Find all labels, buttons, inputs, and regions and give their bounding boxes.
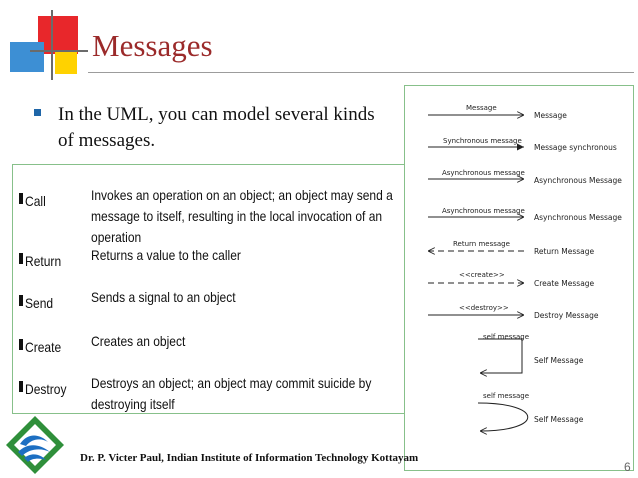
- kind-term: Return: [25, 253, 62, 269]
- institute-logo: [6, 416, 64, 474]
- kind-description: Invokes an operation on an object; an ob…: [91, 187, 393, 245]
- slide-title: Messages: [92, 28, 213, 63]
- decor-horizontal-line: [30, 50, 88, 52]
- row-bullet: [19, 339, 23, 350]
- arrow-label-self-2: self message: [483, 392, 530, 400]
- title-underline: [88, 72, 634, 73]
- arrow-label-create: <<create>>: [459, 271, 505, 279]
- type-label-self-1: Self Message: [534, 356, 584, 365]
- kind-description: Destroys an object; an object may commit…: [91, 375, 372, 412]
- arrow-label-return: Return message: [453, 240, 510, 248]
- arrow-self-message-curve: [477, 402, 529, 431]
- row-bullet: [19, 381, 23, 392]
- arrow-label-asynchronous-1: Asynchronous message: [442, 169, 525, 177]
- row-bullet: [19, 295, 23, 306]
- kind-term: Create: [25, 339, 62, 355]
- row-bullet: [19, 193, 23, 204]
- page-number: 6: [624, 460, 631, 474]
- decor-square-red: [38, 16, 78, 54]
- kind-description: Sends a signal to an object: [91, 289, 236, 305]
- kind-term: Call: [25, 193, 46, 209]
- message-kinds-table: Call Invokes an operation on an object; …: [12, 164, 406, 414]
- type-label-message: Message: [534, 111, 567, 120]
- type-label-self-2: Self Message: [534, 415, 584, 424]
- decor-vertical-line: [51, 10, 53, 80]
- arrow-label-synchronous: Synchronous message: [443, 137, 522, 145]
- kind-term: Destroy: [25, 381, 67, 397]
- type-label-synchronous: Message synchronous: [534, 143, 617, 152]
- row-bullet: [19, 253, 23, 264]
- type-label-asynchronous-1: Asynchronous Message: [534, 176, 622, 185]
- footer-credit: Dr. P. Victer Paul, Indian Institute of …: [80, 452, 419, 464]
- bullet-text: In the UML, you can model several kinds …: [58, 104, 375, 151]
- arrow-self-message-square: [478, 338, 523, 373]
- decor-square-blue: [10, 42, 44, 72]
- type-label-return: Return Message: [534, 247, 595, 256]
- type-label-asynchronous-2: Asynchronous Message: [534, 213, 622, 222]
- arrow-label-destroy: <<destroy>>: [459, 304, 509, 312]
- type-label-create: Create Message: [534, 279, 595, 288]
- type-label-destroy: Destroy Message: [534, 311, 599, 320]
- kind-term: Send: [25, 295, 54, 311]
- bullet-marker: [34, 109, 41, 116]
- kind-description: Creates an object: [91, 333, 186, 349]
- arrow-label-asynchronous-2: Asynchronous message: [442, 207, 525, 215]
- message-notation-diagram: [428, 85, 529, 471]
- decor-square-yellow-lower: [55, 52, 77, 74]
- kind-description: Returns a value to the caller: [91, 247, 241, 263]
- arrow-label-self-1: self message: [483, 333, 530, 341]
- arrow-label-message: Message: [466, 104, 497, 112]
